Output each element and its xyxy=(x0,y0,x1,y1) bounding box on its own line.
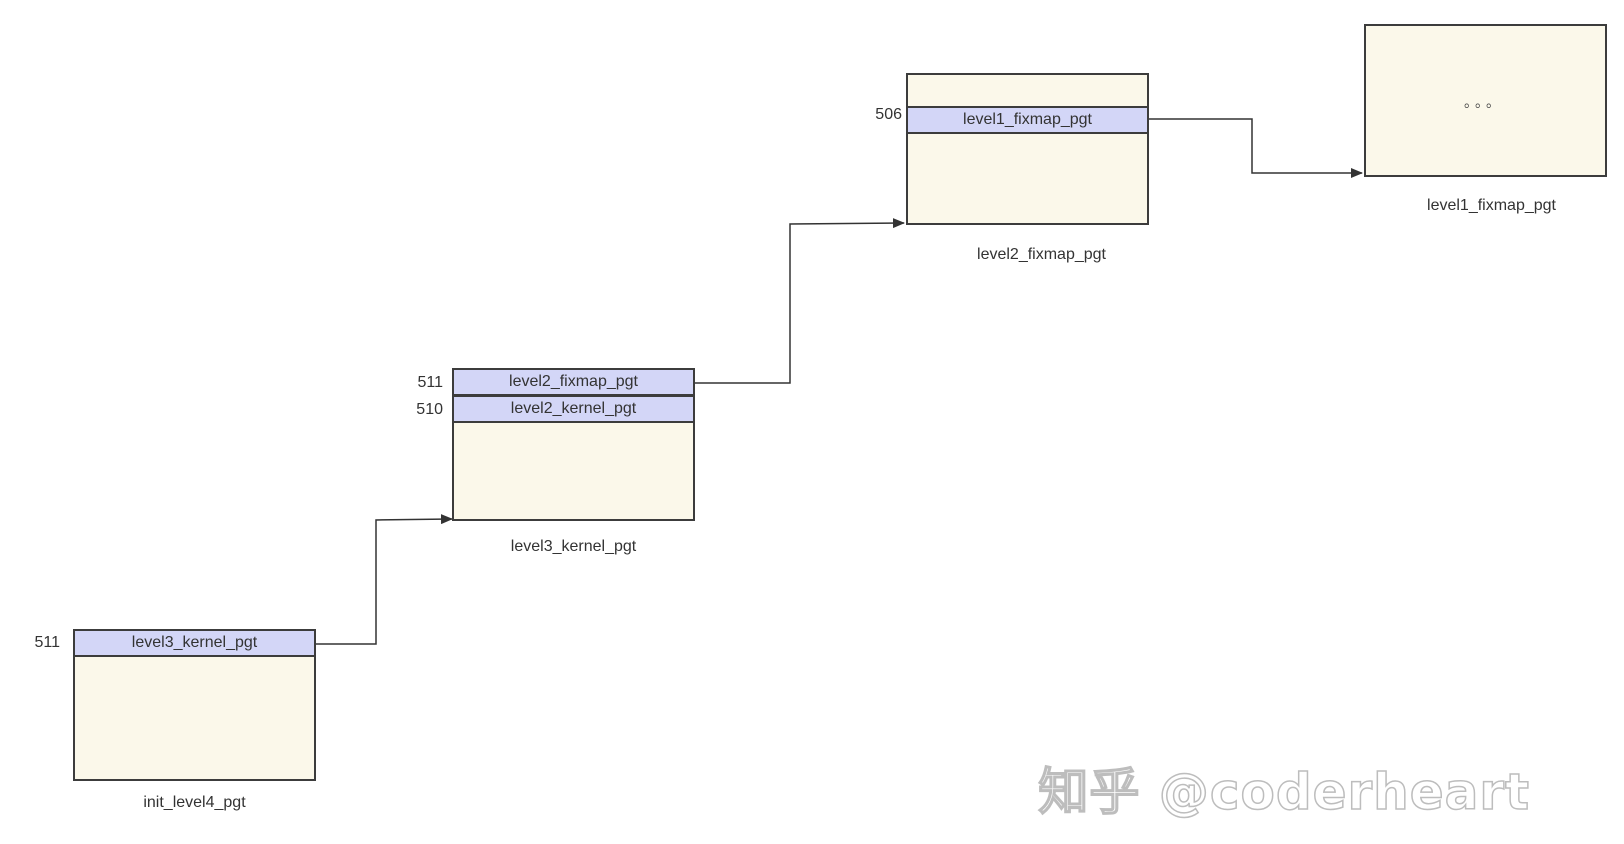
arrow-l3-to-l2-fixmap xyxy=(694,218,905,384)
entry-index: 506 xyxy=(875,106,902,123)
level2-fixmap-pgt-table: level1_fixmap_pgt xyxy=(906,73,1149,225)
entry-index: 511 xyxy=(417,374,443,391)
table-entry-level2-fixmap-pgt: level2_fixmap_pgt xyxy=(452,368,695,396)
arrow-l4-to-l3 xyxy=(316,514,453,645)
init-level4-pgt-caption: init_level4_pgt xyxy=(143,794,246,811)
entry-index: 511 xyxy=(34,634,60,651)
table-entry-level2-kernel-pgt: level2_kernel_pgt xyxy=(452,395,695,423)
level1-fixmap-pgt-table: 。。。 xyxy=(1364,24,1607,177)
table-entry-level3-kernel-pgt: level3_kernel_pgt xyxy=(73,629,316,657)
arrow-l2-to-l1-fixmap xyxy=(1148,118,1363,178)
table-entry-level1-fixmap-pgt: level1_fixmap_pgt xyxy=(906,106,1149,134)
entry-index: 510 xyxy=(416,401,443,418)
level3-kernel-pgt-caption: level3_kernel_pgt xyxy=(510,538,637,555)
level2-fixmap-pgt-caption: level2_fixmap_pgt xyxy=(977,246,1106,263)
ellipsis-content: 。。。 xyxy=(1464,94,1504,110)
watermark: 知乎 @coderheart xyxy=(1038,762,1530,822)
level3-kernel-pgt-table: level2_fixmap_pgt level2_kernel_pgt xyxy=(452,368,695,521)
level1-fixmap-pgt-caption: level1_fixmap_pgt xyxy=(1427,197,1556,214)
init-level4-pgt-table: level3_kernel_pgt xyxy=(73,629,316,781)
